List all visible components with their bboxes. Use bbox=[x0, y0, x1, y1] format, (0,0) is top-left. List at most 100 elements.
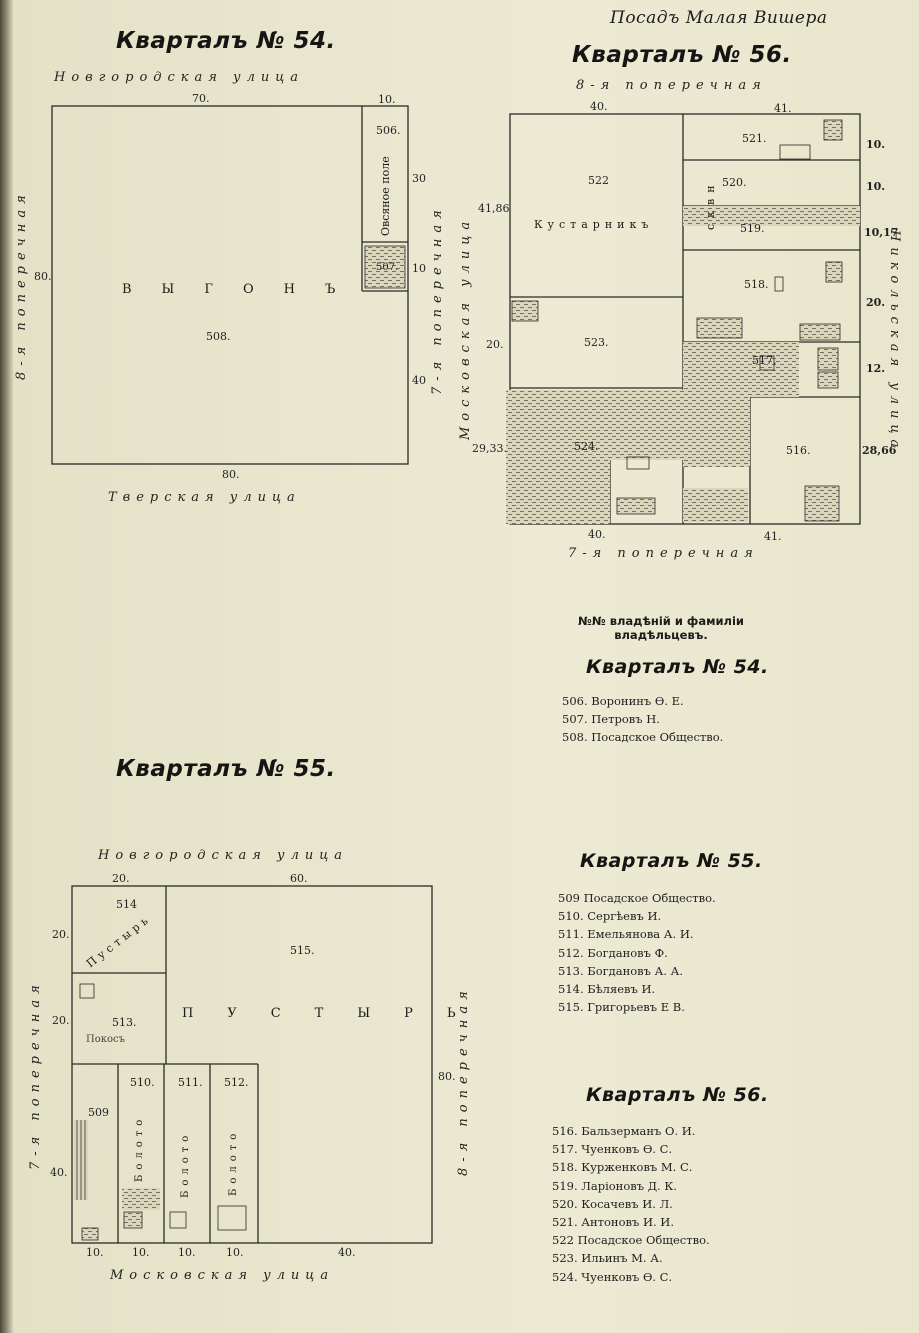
q54-dim-top-main: 70. bbox=[192, 92, 210, 105]
q56-dim-right-5: 12. bbox=[866, 362, 886, 375]
q56-lot-523: 523. bbox=[584, 336, 609, 349]
legend-item: 511. Емельянова А. И. bbox=[558, 927, 694, 942]
q54-plan bbox=[51, 105, 409, 465]
q55-title: Кварталъ № 55. bbox=[116, 756, 336, 782]
legend-item: 513. Богдановъ А. А. bbox=[558, 963, 684, 978]
q56-bush-label: Кустарникъ bbox=[534, 218, 654, 231]
q55-big-label: ПУСТЫРЬ bbox=[182, 1006, 490, 1021]
q56-lot-521: 521. bbox=[742, 132, 767, 145]
q56-street-right: Никольская улица bbox=[887, 230, 902, 454]
legend-heading: №№ владѣній и фамиліи владѣльцевъ. bbox=[556, 614, 766, 642]
q55-street-top: Новгородская улица bbox=[98, 848, 349, 863]
q54-dim-bottom: 80. bbox=[222, 468, 240, 481]
q56-title: Кварталъ № 56. bbox=[572, 42, 792, 68]
legend-q54-title: Кварталъ № 54. bbox=[586, 656, 769, 678]
legend-item: 512. Богдановъ Ф. bbox=[558, 945, 668, 960]
q55-dim-bottom-5: 40. bbox=[338, 1246, 356, 1259]
q56-dim-bottom-left: 40. bbox=[588, 528, 606, 541]
q55-dim-left-3: 40. bbox=[50, 1166, 68, 1179]
q55-dim-left-1: 20. bbox=[52, 928, 70, 941]
q56-boundary bbox=[509, 113, 861, 525]
q55-dim-bottom-3: 10. bbox=[178, 1246, 196, 1259]
q56-street-bottom: 7-я поперечная bbox=[568, 546, 759, 561]
q55-swamp-511: Болото bbox=[180, 1130, 191, 1198]
legend-item: 514. Бѣляевъ И. bbox=[558, 982, 656, 997]
q55-lot-514: 514 bbox=[116, 898, 137, 911]
q55-dim-bottom-2: 10. bbox=[132, 1246, 150, 1259]
legend-item: 506. Воронинъ Ѳ. Е. bbox=[562, 694, 684, 708]
legend-item: 523. Ильинъ М. А. bbox=[552, 1251, 663, 1266]
q56-dim-bottom-right: 41. bbox=[764, 530, 782, 543]
q55-street-bottom: Московская улица bbox=[110, 1268, 335, 1283]
q54-lot-508: 508. bbox=[206, 330, 231, 343]
q55-lot-512: 512. bbox=[224, 1076, 249, 1089]
legend-item: 521. Антоновъ И. И. bbox=[552, 1215, 674, 1230]
q56-lot-520: 520. bbox=[722, 176, 747, 189]
q56-dim-left-2: 20. bbox=[486, 338, 504, 351]
q56-dim-right-6: 28,66 bbox=[862, 444, 897, 457]
legend-heading-line1: №№ владѣній и фамиліи bbox=[578, 614, 744, 628]
q54-street-top: Новгородская улица bbox=[54, 70, 305, 85]
q55-swamp-510: Болото bbox=[134, 1114, 145, 1182]
q54-lot-506-label: Овсяное поле bbox=[379, 156, 392, 236]
q54-dim-right-1: 30 bbox=[412, 172, 426, 185]
legend-item: 520. Косачевъ И. Л. bbox=[552, 1196, 673, 1211]
q55-dim-left-2: 20. bbox=[52, 1014, 70, 1027]
q55-lot-511: 511. bbox=[178, 1076, 203, 1089]
q56-dim-right-3: 10,17 bbox=[864, 226, 899, 239]
q54-dim-top-side: 10. bbox=[378, 93, 396, 106]
legend-q55-title: Кварталъ № 55. bbox=[580, 850, 763, 872]
q55-dim-top-1: 20. bbox=[112, 872, 130, 885]
q56-dim-left-3: 29,33. bbox=[472, 442, 507, 455]
q54-street-right: 7-я поперечная bbox=[430, 204, 445, 395]
legend-q55-list: 509 Посадское Общество. 510. Сергѣевъ И.… bbox=[558, 889, 716, 1016]
q56-lot-516: 516. bbox=[786, 444, 811, 457]
q55-street-left: 7-я поперечная bbox=[28, 979, 43, 1170]
legend-item: 517. Чуенковъ Ѳ. С. bbox=[552, 1142, 673, 1157]
q55-swamp-512: Болото bbox=[228, 1128, 239, 1196]
legend-heading-line2: владѣльцевъ. bbox=[614, 628, 708, 642]
q54-dim-right-3: 40 bbox=[412, 374, 426, 387]
q54-dim-left: 80. bbox=[34, 270, 52, 283]
q55-dim-bottom-1: 10. bbox=[86, 1246, 104, 1259]
q56-lot-524: 524. bbox=[574, 440, 599, 453]
q56-dim-top-left: 40. bbox=[590, 100, 608, 113]
q55-lot-513-label: Покосъ bbox=[86, 1034, 125, 1045]
q54-street-left: 8-я поперечная bbox=[14, 189, 29, 380]
legend-item: 509 Посадское Общество. bbox=[558, 891, 716, 905]
q55-dim-bottom-4: 10. bbox=[226, 1246, 244, 1259]
q55-lot-515: 515. bbox=[290, 944, 315, 957]
q56-dim-right-2: 10. bbox=[866, 180, 886, 193]
q56-lot-519: 519. bbox=[740, 222, 765, 235]
q55-dim-right: 80. bbox=[438, 1070, 456, 1083]
q56-strip-label: сквн bbox=[704, 179, 717, 230]
q56-dim-left-1: 41,86 bbox=[478, 202, 510, 215]
q55-plan bbox=[71, 885, 433, 1244]
q55-lot-509: 509 bbox=[88, 1106, 109, 1119]
q54-big-label: ВЫГОНЪ bbox=[122, 282, 366, 297]
q56-plan bbox=[506, 113, 861, 525]
legend-q56-title: Кварталъ № 56. bbox=[586, 1084, 769, 1106]
q56-lot-518: 518. bbox=[744, 278, 769, 291]
q56-street-top: 8-я поперечная bbox=[576, 78, 767, 93]
q54-street-bottom: Тверская улица bbox=[108, 490, 301, 505]
legend-item: 519. Ларіоновъ Д. К. bbox=[552, 1178, 677, 1193]
legend-q56-list: 516. Бальзерманъ О. И. 517. Чуенковъ Ѳ. … bbox=[552, 1122, 710, 1286]
q56-dim-top-right: 41. bbox=[774, 102, 792, 115]
legend-item: 524. Чуенковъ Ѳ. С. bbox=[552, 1269, 673, 1284]
q54-lot-506: 506. bbox=[376, 124, 401, 137]
legend-item: 518. Курженковъ М. С. bbox=[552, 1160, 693, 1175]
corner-title: Посадъ Малая Вишера bbox=[610, 8, 828, 28]
legend-item: 507. Петровъ Н. bbox=[562, 712, 660, 727]
q56-street-left: Московская улица bbox=[458, 215, 473, 440]
q55-lot-510: 510. bbox=[130, 1076, 155, 1089]
q56-lot-522: 522 bbox=[588, 174, 609, 187]
q56-dim-right-4: 20. bbox=[866, 296, 886, 309]
legend-item: 516. Бальзерманъ О. И. bbox=[552, 1124, 696, 1138]
q55-lot-513: 513. bbox=[112, 1016, 137, 1029]
q54-dim-right-2: 10 bbox=[412, 262, 426, 275]
q54-boundary bbox=[51, 105, 409, 465]
legend-item: 522 Посадское Общество. bbox=[552, 1233, 710, 1248]
